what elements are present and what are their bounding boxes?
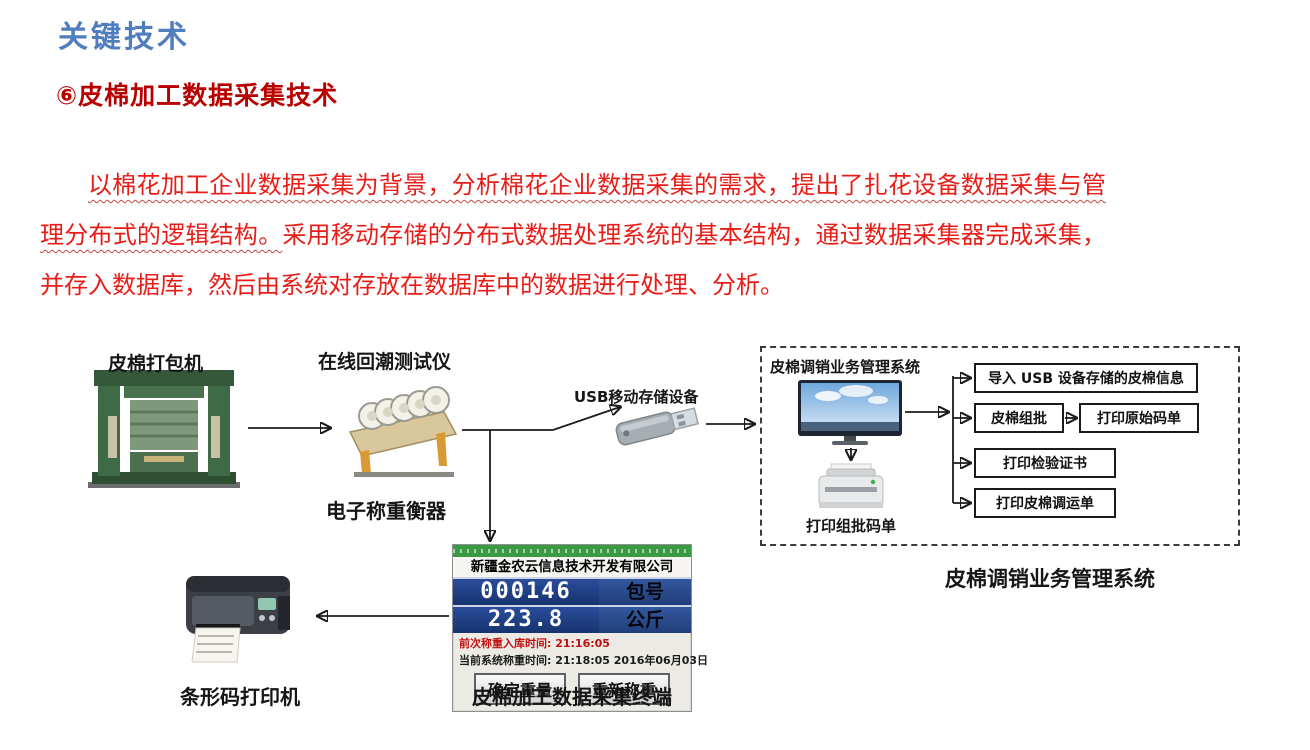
usb-device-label: USB移动存储设备 <box>574 388 699 406</box>
monitor-image <box>798 380 902 445</box>
weighing-terminal: 新疆金农云信息技术开发有限公司 000146 包号 223.8 公斤 前次称重入… <box>452 544 709 712</box>
flow-box-print-transport: 打印皮棉调运单 <box>974 488 1116 518</box>
weight-unit: 公斤 <box>599 607 691 633</box>
terminal-bale-row: 000146 包号 <box>453 577 691 605</box>
laser-printer-image <box>818 463 884 508</box>
reweigh-button[interactable]: 重新称重 <box>578 673 671 705</box>
current-weigh-time: 当前系统称重时间: 21:18:05 2016年06月03日 <box>459 654 709 667</box>
terminal-caption: 皮棉加工数据采集终端 <box>472 685 672 709</box>
terminal-header-strip <box>453 545 691 557</box>
barcode-printer-image <box>186 576 290 663</box>
bale-number-unit: 包号 <box>599 579 691 605</box>
electronic-scale-label: 电子称重衡器 <box>326 499 446 523</box>
body-paragraph: 以棉花加工企业数据采集为背景，分析棉花企业数据采集的需求，提出了扎花设备数据采集… <box>40 160 1106 310</box>
bale-number-display: 000146 <box>453 579 599 605</box>
baler-image <box>88 370 240 488</box>
page-title: 关键技术 <box>58 20 190 55</box>
flow-box-batch: 皮棉组批 <box>974 403 1064 433</box>
print-batch-list-label: 打印组批码单 <box>806 517 897 535</box>
terminal-button-row: 确定重量 重新称重 <box>453 670 691 711</box>
section-heading: ⑥皮棉加工数据采集技术 <box>56 81 339 110</box>
body-paragraph-rest: 采用移动存储的分布式数据处理系统的基本结构，通过数据采集器完成采集，并存入数据库… <box>40 221 1107 299</box>
management-system-group <box>760 346 1240 546</box>
flow-box-import-usb: 导入 USB 设备存储的皮棉信息 <box>974 363 1198 393</box>
flow-box-print-original: 打印原始码单 <box>1079 403 1199 433</box>
weight-display: 223.8 <box>453 607 599 633</box>
previous-weigh-time: 前次称重入库时间: 21:16:05 <box>459 637 610 650</box>
management-system-inner-label: 皮棉调销业务管理系统 <box>770 358 921 376</box>
terminal-company-name: 新疆金农云信息技术开发有限公司 <box>453 557 691 577</box>
moisture-tester-image <box>348 386 458 477</box>
terminal-weight-row: 223.8 公斤 <box>453 605 691 633</box>
usb-drive-image <box>615 407 699 446</box>
body-paragraph-underlined: 以棉花加工企业数据采集为背景，分析棉花企业数据采集的需求，提出了扎花设备数据采集… <box>40 171 1106 249</box>
flow-box-print-certificate: 打印检验证书 <box>974 448 1116 478</box>
baler-label: 皮棉打包机 <box>108 353 204 375</box>
moisture-tester-label: 在线回潮测试仪 <box>318 351 452 373</box>
barcode-printer-label: 条形码打印机 <box>180 685 300 709</box>
management-system-caption: 皮棉调销业务管理系统 <box>945 567 1155 591</box>
confirm-weight-button[interactable]: 确定重量 <box>473 673 566 705</box>
